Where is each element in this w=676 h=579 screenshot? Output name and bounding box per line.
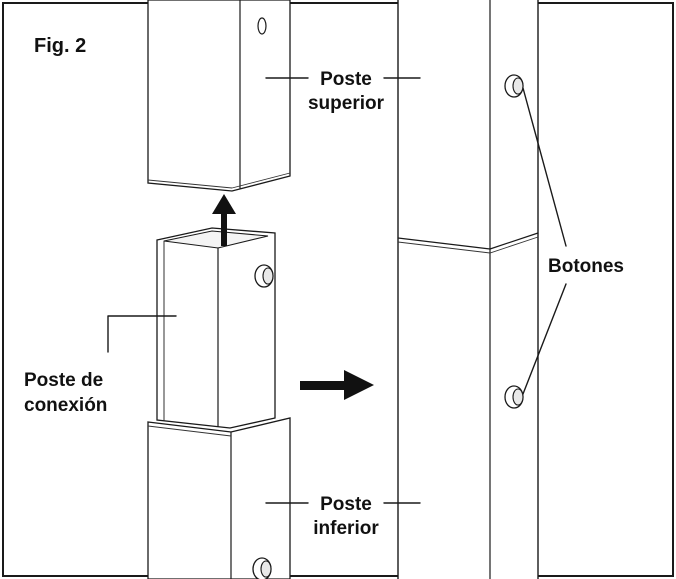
lower-post xyxy=(147,417,291,579)
connector-label-line2: conexión xyxy=(24,395,107,416)
assembled-upper-button xyxy=(504,74,524,98)
upper-post-hole xyxy=(257,17,267,35)
upper-post-label-line2: superior xyxy=(308,93,385,114)
buttons-label: Botones xyxy=(548,256,624,277)
lower-post-label-line1: Poste xyxy=(320,494,372,515)
lower-post-label-line2: inferior xyxy=(313,518,379,539)
arrow-up-icon xyxy=(212,194,236,246)
assembled-post xyxy=(397,0,539,579)
lower-post-button xyxy=(252,557,272,579)
connector-leader xyxy=(107,315,177,353)
connector-label-line1: Poste de xyxy=(24,370,103,391)
buttons-leader-lower xyxy=(522,283,567,395)
assembled-lower-button xyxy=(504,385,524,409)
upper-post xyxy=(147,0,291,192)
figure-label: Fig. 2 xyxy=(34,35,86,57)
connector-post xyxy=(156,227,276,429)
buttons-leader-upper xyxy=(522,87,567,247)
arrow-right-icon xyxy=(300,370,374,400)
upper-post-label-line1: Poste xyxy=(320,69,372,90)
connector-button xyxy=(254,264,274,288)
